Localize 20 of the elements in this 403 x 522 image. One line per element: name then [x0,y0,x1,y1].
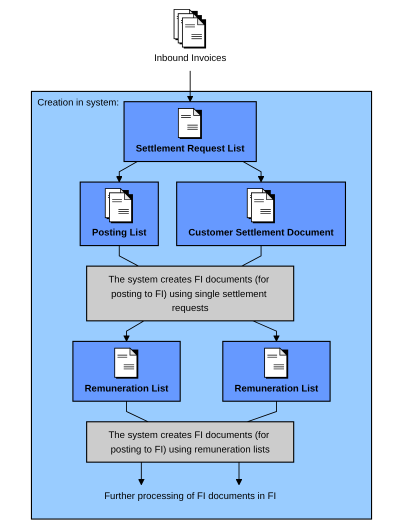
node-box: The system creates FI documents (for posting to FI) using remuneration lists [86,421,294,463]
node-label: Inbound Invoices [154,52,226,64]
node-box: Posting List [80,182,159,246]
arrow [186,70,194,102]
arrow [123,320,144,342]
arrow [116,161,138,182]
arrow [242,161,264,182]
arrow [236,462,242,486]
node-box: Settlement Request List [124,101,257,162]
connector [126,400,148,422]
arrow [252,320,280,342]
node-box: Remuneration List [222,340,331,402]
connector [246,400,277,422]
node-box: The system creates FI documents (for posting to FI) using single settlement requests [86,266,294,322]
arrow [138,462,145,486]
connector [118,245,140,267]
node-box: Customer Settlement Document [176,182,346,246]
node-text: Further processing of FI documents in FI [104,490,276,502]
connector [241,245,262,267]
node-box: Remuneration List [72,340,181,402]
